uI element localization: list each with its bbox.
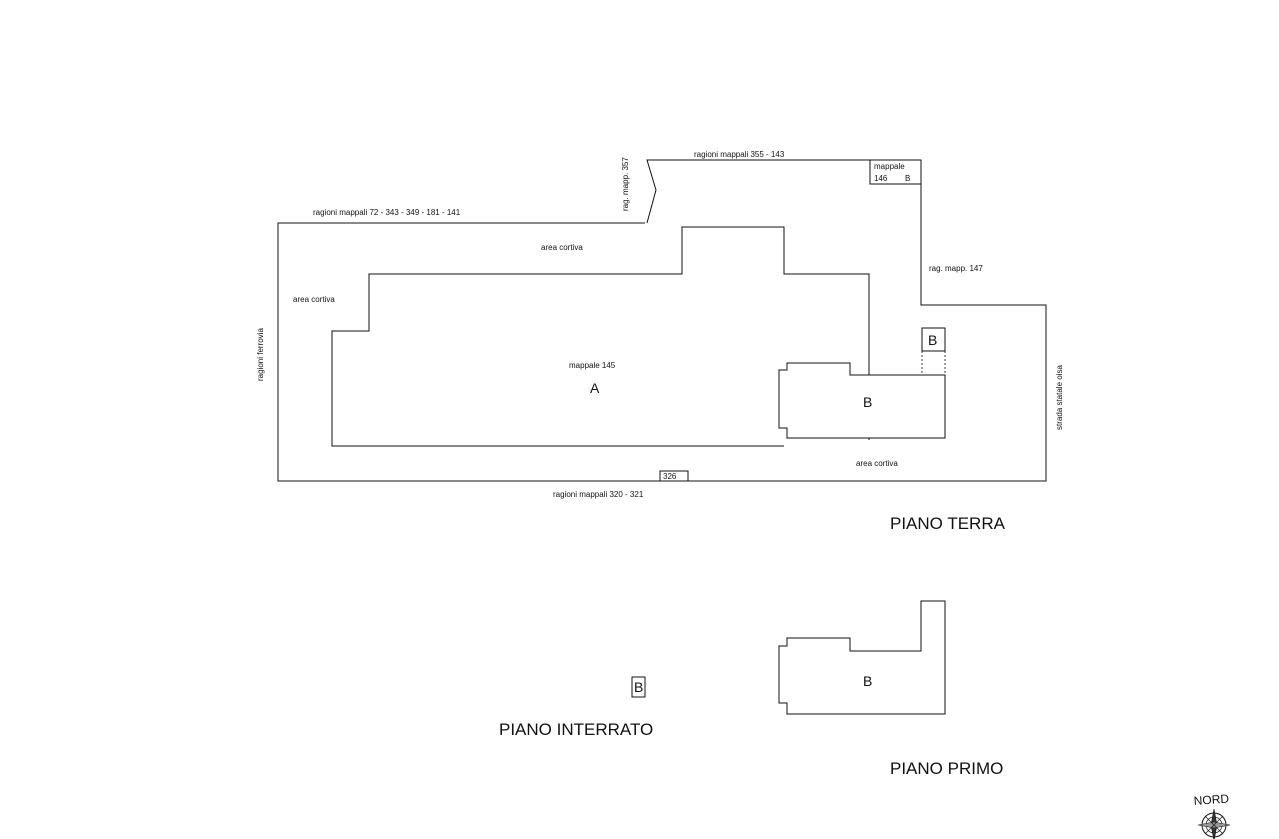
annex-b-label: B: [928, 332, 937, 348]
area-cortiva-left-label: area cortiva: [293, 295, 335, 304]
area-cortiva-bottom-label: area cortiva: [856, 459, 898, 468]
east-boundary-label: strada statale oisa: [1055, 365, 1064, 430]
piano-terra-title: PIANO TERRA: [890, 514, 1006, 533]
west-boundary-label: ragioni ferrovia: [256, 328, 265, 381]
piano-interrato-title: PIANO INTERRATO: [499, 720, 653, 739]
north-label: NORD: [1193, 792, 1230, 808]
annex-b-box: [921, 327, 946, 352]
primo-building-b-outline: [778, 600, 946, 715]
plan-piano-terra: ragioni mappali 355 - 143 ragioni mappal…: [256, 150, 1064, 533]
building-b-outline: [778, 362, 946, 439]
piano-primo-title: PIANO PRIMO: [890, 759, 1003, 778]
lot-boundary: [277, 159, 1047, 482]
box-326-label: 326: [663, 472, 677, 481]
mappale-146-number: 146: [874, 174, 888, 183]
south-boundary-label: ragioni mappali 320 - 321: [553, 490, 644, 499]
primo-unit-label: B: [863, 673, 872, 689]
area-cortiva-top-label: area cortiva: [541, 243, 583, 252]
mappale-146-title: mappale: [874, 162, 905, 171]
north-arrow-icon: [1197, 808, 1231, 839]
rag-mapp-357-label: rag. mapp. 357: [621, 157, 630, 211]
mappale-145-label: mappale 145: [569, 361, 616, 370]
northwest-boundary-label: ragioni mappali 72 - 343 - 349 - 181 - 1…: [313, 208, 461, 217]
unit-b-terra-label: B: [863, 394, 872, 410]
plan-piano-primo: B PIANO PRIMO: [778, 600, 1003, 778]
interrato-b-box: [631, 676, 646, 698]
unit-a-label: A: [590, 380, 600, 396]
box-326: [659, 470, 689, 482]
north-compass: NORD: [1193, 792, 1231, 839]
mappale-146-letter: B: [905, 174, 910, 183]
interrato-unit-label: B: [634, 679, 643, 695]
north-boundary-label: ragioni mappali 355 - 143: [694, 150, 785, 159]
mappale-146-box: [869, 160, 921, 185]
building-a-outline: [331, 226, 870, 447]
plan-piano-interrato: B PIANO INTERRATO: [499, 676, 653, 739]
rag-mapp-147-label: rag. mapp. 147: [929, 264, 983, 273]
